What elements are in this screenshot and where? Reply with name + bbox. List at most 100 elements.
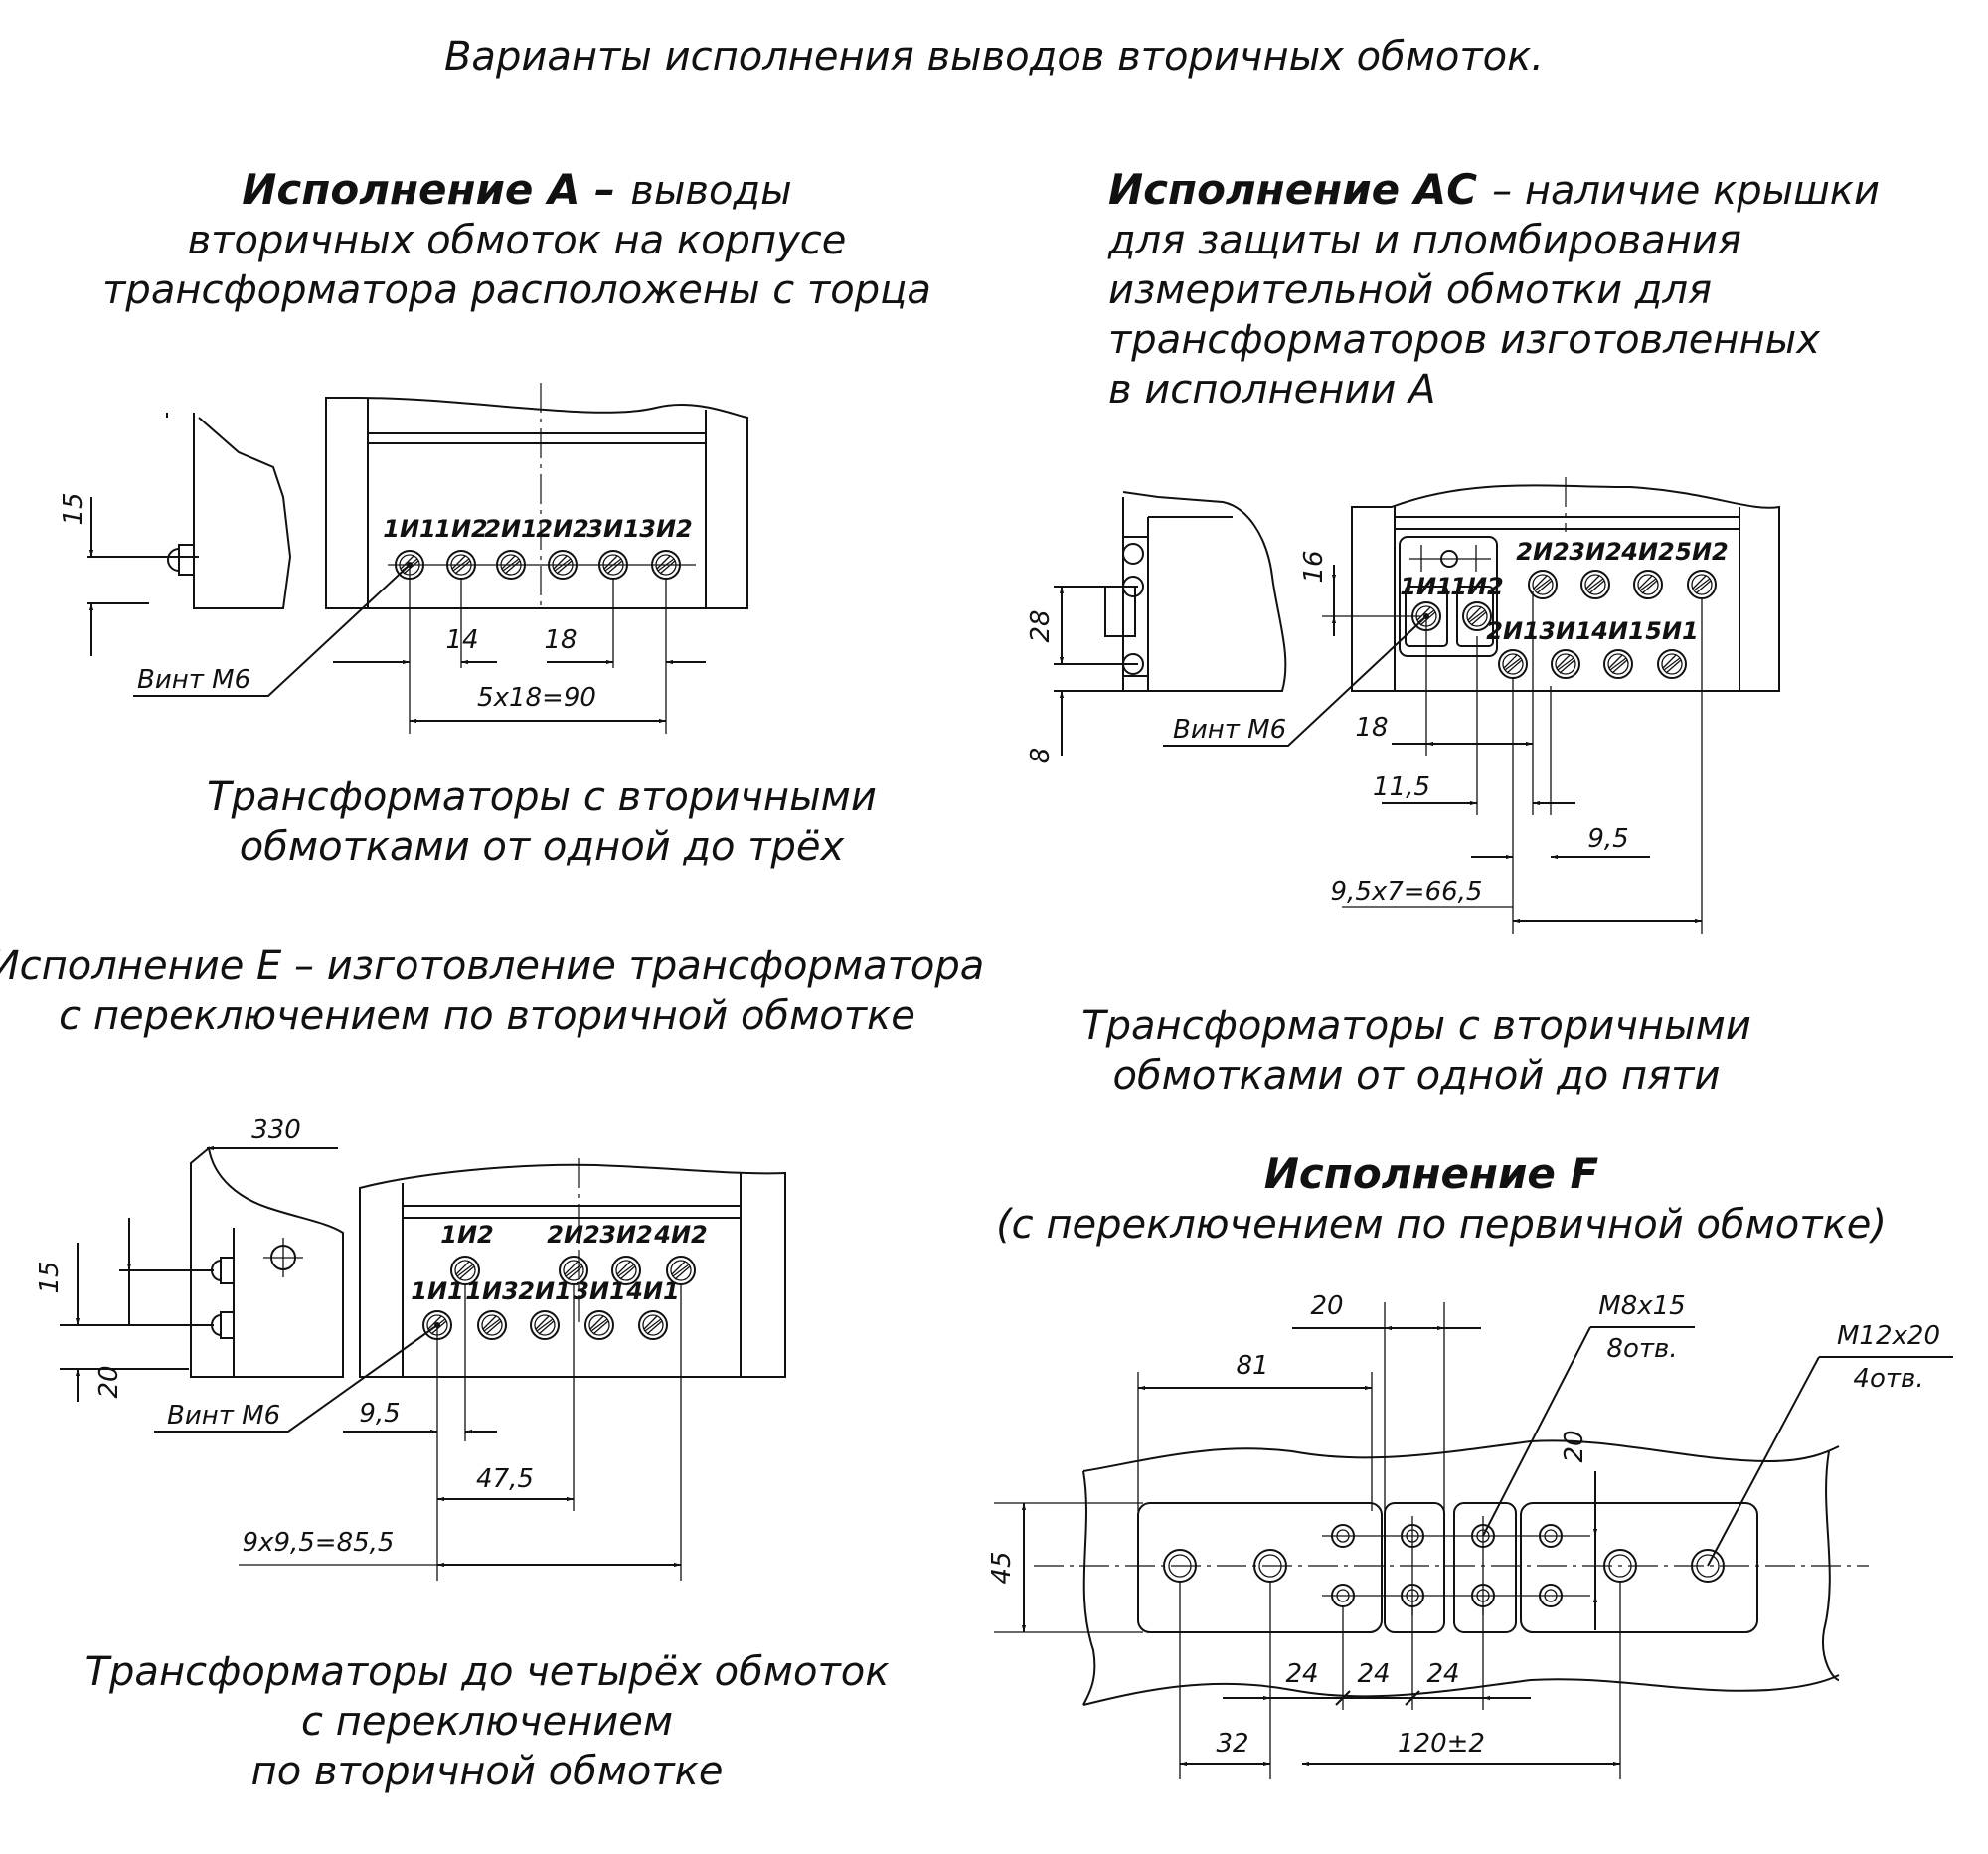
terminal-label: 2И2 bbox=[1516, 538, 1569, 566]
section-a-dim-a: 14 bbox=[445, 625, 478, 655]
terminal-label: 3И2 bbox=[599, 1221, 652, 1249]
terminal-label: 4И2 bbox=[1620, 538, 1674, 566]
section-f-busbars bbox=[1137, 1502, 1758, 1633]
section-e-dimensions: 9,5 47,5 9х9,5=85,5 Винт М6 bbox=[154, 1284, 682, 1581]
terminal-label: 3И1 bbox=[586, 515, 639, 543]
section-a-heading-rest: выводы bbox=[630, 168, 791, 214]
terminal-label: 2И1 bbox=[484, 515, 537, 543]
section-ac-side-view: 28 8 bbox=[1026, 491, 1287, 764]
section-ac-dim-h28: 28 bbox=[1026, 609, 1056, 642]
section-f-m12-count: 4отв. bbox=[1853, 1364, 1923, 1394]
section-a-front-view bbox=[325, 383, 748, 609]
terminal-screw bbox=[446, 550, 476, 580]
terminal-label: 2И2 bbox=[547, 1221, 599, 1249]
section-ac-front-view: 16 bbox=[1299, 477, 1780, 692]
terminal-label: 5И2 bbox=[1675, 538, 1728, 566]
section-f-dim-81: 81 bbox=[1236, 1351, 1268, 1381]
section-ac-line-1: для защиты и пломбирования bbox=[1107, 218, 1741, 263]
terminal-label: 5И1 bbox=[1645, 617, 1698, 645]
terminal-screw bbox=[1687, 570, 1717, 599]
section-a-line-1: вторичных обмоток на корпусе bbox=[188, 218, 847, 263]
section-ac-line-2: измерительной обмотки для bbox=[1108, 267, 1712, 313]
terminal-label: 1И2 bbox=[440, 1221, 493, 1249]
section-a-caption-1: Трансформаторы с вторичными bbox=[207, 774, 877, 820]
terminal-screw bbox=[1657, 649, 1687, 679]
terminal-screw bbox=[548, 550, 578, 580]
section-f-dim-32: 32 bbox=[1216, 1729, 1248, 1759]
section-f-heading: Исполнение F bbox=[1264, 1149, 1599, 1198]
large-hole bbox=[1691, 1549, 1725, 1583]
section-a-side-view: 15 bbox=[59, 413, 292, 656]
section-a-dim-h: 15 bbox=[59, 492, 88, 525]
section-a-caption-2: обмотками от одной до трёх bbox=[240, 824, 845, 870]
section-e-dim-h20: 20 bbox=[94, 1365, 124, 1398]
section-a-heading-bold: Исполнение А – bbox=[242, 165, 615, 214]
section-f-dim-20b: 20 bbox=[1560, 1430, 1589, 1462]
terminal-label: 1И3 bbox=[465, 1277, 518, 1305]
section-ac-heading: Исполнение АС – наличие крышки bbox=[1108, 165, 1880, 214]
terminal-screw bbox=[1551, 649, 1580, 679]
terminal-label: 3И1 bbox=[573, 1277, 625, 1305]
section-e-heading-1: Исполнение Е – изготовление трансформато… bbox=[0, 943, 984, 989]
terminal-label: 3И2 bbox=[639, 515, 692, 543]
terminal-label: 1И1 bbox=[411, 1277, 463, 1305]
section-a-dim-b: 18 bbox=[544, 625, 577, 655]
terminal-screw bbox=[651, 550, 681, 580]
section-e-heading-2: с переключением по вторичной обмотке bbox=[59, 993, 915, 1039]
section-e-side-view: 330 15 20 bbox=[35, 1115, 344, 1402]
section-ac-dim-18: 18 bbox=[1355, 713, 1388, 743]
section-f-dim-24a: 24 bbox=[1285, 1659, 1318, 1689]
terminal-label: 3И2 bbox=[1569, 538, 1621, 566]
section-f-subheading: (с переключением по первичной обмотке) bbox=[996, 1202, 1887, 1248]
terminal-screw bbox=[638, 1310, 668, 1340]
section-ac-heading-bold: Исполнение АС bbox=[1108, 165, 1477, 214]
section-f-m12-label: М12х20 bbox=[1837, 1321, 1940, 1351]
section-f-dim-24b: 24 bbox=[1357, 1659, 1390, 1689]
terminal-screw bbox=[1580, 570, 1610, 599]
terminal-screw bbox=[1633, 570, 1663, 599]
section-ac-heading-rest: – наличие крышки bbox=[1492, 168, 1880, 214]
section-a-line-2: трансформатора расположены с торца bbox=[102, 267, 931, 313]
terminal-label: 4И1 bbox=[625, 1277, 679, 1305]
terminal-screw bbox=[1498, 649, 1528, 679]
terminal-screw bbox=[477, 1310, 507, 1340]
section-e-caption-2: с переключением bbox=[301, 1699, 673, 1745]
section-e-dim-total: 9х9,5=85,5 bbox=[243, 1528, 395, 1558]
terminal-label: 4И2 bbox=[653, 1221, 707, 1249]
section-f-dim-45: 45 bbox=[987, 1551, 1017, 1584]
terminal-label: 1И1 bbox=[383, 515, 435, 543]
section-ac-caption-2: обмотками от одной до пяти bbox=[1113, 1053, 1721, 1098]
terminal-label: 3И1 bbox=[1539, 617, 1591, 645]
section-e-screw-label: Винт М6 bbox=[167, 1401, 280, 1431]
terminal-screw bbox=[598, 550, 628, 580]
terminal-label: 1И1 bbox=[1400, 573, 1452, 600]
section-e-front-view bbox=[359, 1158, 786, 1378]
section-ac-dim-h16: 16 bbox=[1299, 550, 1329, 583]
section-a-screw-label: Винт М6 bbox=[137, 665, 250, 695]
section-e-dim-h15: 15 bbox=[35, 1261, 65, 1293]
section-a-dimensions: 14 18 5х18=90 Винт М6 bbox=[133, 562, 706, 734]
section-ac-dim-115: 11,5 bbox=[1373, 772, 1430, 802]
section-ac-dim-h8: 8 bbox=[1026, 748, 1056, 764]
section-e-dim-330: 330 bbox=[251, 1115, 301, 1145]
section-f-m8-count: 8отв. bbox=[1606, 1334, 1677, 1364]
section-e: Исполнение Е – изготовление трансформато… bbox=[0, 943, 984, 1794]
section-ac-terminals: 2И2 3И2 4И2 5И2 1И1 1И2 2И1 3И1 4И1 5И1 bbox=[1400, 538, 1729, 679]
section-ac-screw-label: Винт М6 bbox=[1173, 715, 1286, 745]
section-f-dim-24c: 24 bbox=[1426, 1659, 1459, 1689]
section-ac-dim-total: 9,5х7=66,5 bbox=[1331, 877, 1483, 907]
section-e-dim-475: 47,5 bbox=[476, 1464, 534, 1494]
section-f-dim-120: 120±2 bbox=[1398, 1729, 1485, 1759]
section-a-heading: Исполнение А – выводы bbox=[242, 165, 791, 214]
section-ac-dim-95: 9,5 bbox=[1587, 824, 1628, 854]
section-e-dim-95: 9,5 bbox=[359, 1399, 400, 1429]
terminal-label: 2И2 bbox=[536, 515, 588, 543]
section-a: Исполнение А – выводы вторичных обмоток … bbox=[59, 165, 931, 870]
section-a-terminals: 1И1 1И2 2И1 2И2 3И1 3И2 bbox=[383, 515, 693, 580]
section-f-dimensions: 20 81 М8х15 8отв. М12х20 4отв. 20 bbox=[987, 1291, 1953, 1779]
section-ac-caption-1: Трансформаторы с вторичными bbox=[1081, 1003, 1751, 1049]
section-e-caption-3: по вторичной обмотке bbox=[251, 1749, 724, 1794]
section-e-caption-1: Трансформаторы до четырёх обмоток bbox=[85, 1649, 890, 1695]
terminal-screw bbox=[584, 1310, 614, 1340]
